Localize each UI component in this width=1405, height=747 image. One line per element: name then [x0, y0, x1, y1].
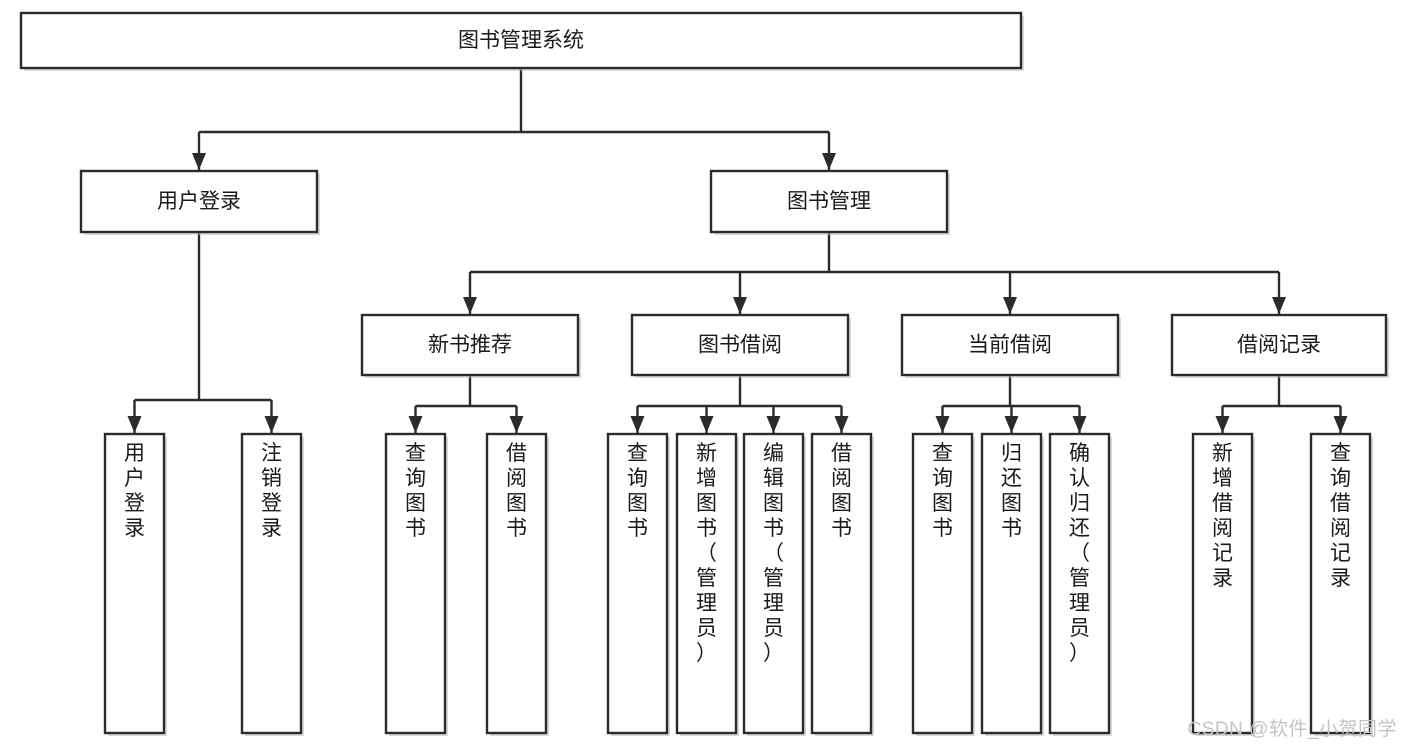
node-book-borrow[interactable]: 图书借阅	[630, 313, 851, 378]
arrow-head-icon	[822, 153, 836, 170]
arrow-head-icon	[766, 416, 781, 433]
arrow-head-icon	[733, 297, 747, 314]
node-leaf-confirm-return-admin[interactable]: 确认归还（管理员）	[1048, 432, 1112, 736]
node-leaf-query-book-current[interactable]: 查询图书	[911, 432, 975, 736]
leaf-label: 归还图书	[1001, 442, 1022, 540]
node-label: 用户登录	[157, 190, 241, 213]
leaf-label: 借阅图书	[506, 442, 527, 540]
arrow-head-icon	[509, 416, 524, 433]
node-label: 图书管理系统	[458, 29, 584, 52]
nodes-layer: 图书管理系统用户登录图书管理新书推荐图书借阅当前借阅借阅记录用户登录注销登录查询…	[19, 11, 1389, 736]
node-label: 借阅记录	[1237, 334, 1321, 357]
node-leaf-edit-book-admin[interactable]: 编辑图书（管理员）	[742, 432, 806, 736]
connector-user-login-to-leaves	[127, 232, 279, 433]
node-leaf-borrow-book[interactable]: 借阅图书	[810, 432, 874, 736]
node-current-borrow[interactable]: 当前借阅	[900, 313, 1121, 378]
connector-root-to-level2	[192, 68, 836, 170]
leaf-label: 查询图书	[405, 442, 426, 540]
connector-new-book-recommend-to-leaves	[408, 375, 524, 433]
node-leaf-query-book-borrow[interactable]: 查询图书	[606, 432, 670, 736]
leaf-label: 借阅图书	[831, 442, 852, 540]
arrow-head-icon	[699, 416, 714, 433]
arrow-head-icon	[463, 297, 477, 314]
leaf-label: 编辑图书（管理员）	[763, 442, 784, 665]
node-user-login[interactable]: 用户登录	[79, 169, 320, 235]
leaf-label: 查询图书	[932, 442, 953, 540]
arrow-head-icon	[408, 416, 423, 433]
node-leaf-borrow-book-rec[interactable]: 借阅图书	[485, 432, 549, 736]
arrow-head-icon	[630, 416, 645, 433]
leaf-label: 确认归还（管理员）	[1069, 442, 1090, 665]
arrow-head-icon	[1215, 416, 1230, 433]
node-leaf-add-borrow-record[interactable]: 新增借阅记录	[1191, 432, 1255, 736]
leaf-label: 查询借阅记录	[1330, 442, 1351, 590]
node-leaf-user-login[interactable]: 用户登录	[103, 432, 167, 736]
leaf-label: 新增图书（管理员）	[696, 442, 717, 665]
arrow-head-icon	[935, 416, 950, 433]
node-label: 当前借阅	[968, 334, 1052, 357]
arrow-head-icon	[1072, 416, 1087, 433]
connector-borrow-record-to-leaves	[1215, 375, 1348, 433]
leaf-label: 注销登录	[261, 442, 282, 540]
node-leaf-add-book-admin[interactable]: 新增图书（管理员）	[675, 432, 739, 736]
node-leaf-query-book-rec[interactable]: 查询图书	[384, 432, 448, 736]
arrow-head-icon	[1004, 416, 1019, 433]
connector-lines-layer	[127, 68, 1348, 433]
node-book-management[interactable]: 图书管理	[709, 169, 950, 235]
connector-book-borrow-to-leaves	[630, 375, 849, 433]
node-leaf-query-borrow-record[interactable]: 查询借阅记录	[1309, 432, 1373, 736]
arrow-head-icon	[127, 416, 142, 433]
leaf-label: 查询图书	[627, 442, 648, 540]
node-leaf-return-book[interactable]: 归还图书	[980, 432, 1044, 736]
node-borrow-record[interactable]: 借阅记录	[1170, 313, 1389, 378]
node-label: 图书管理	[787, 190, 871, 213]
node-new-book-recommend[interactable]: 新书推荐	[360, 313, 581, 378]
leaf-label: 用户登录	[124, 442, 145, 540]
node-leaf-logout-login[interactable]: 注销登录	[240, 432, 304, 736]
node-label: 新书推荐	[428, 334, 512, 357]
arrow-head-icon	[1333, 416, 1348, 433]
connector-management-to-level3	[463, 232, 1286, 314]
arrow-head-icon	[834, 416, 849, 433]
arrow-head-icon	[1003, 297, 1017, 314]
node-root-system[interactable]: 图书管理系统	[19, 11, 1024, 71]
node-label: 图书借阅	[698, 334, 782, 357]
leaf-label: 新增借阅记录	[1212, 442, 1233, 590]
arrow-head-icon	[264, 416, 279, 433]
arrow-head-icon	[192, 153, 206, 170]
arrow-head-icon	[1272, 297, 1286, 314]
connector-current-borrow-to-leaves	[935, 375, 1087, 433]
